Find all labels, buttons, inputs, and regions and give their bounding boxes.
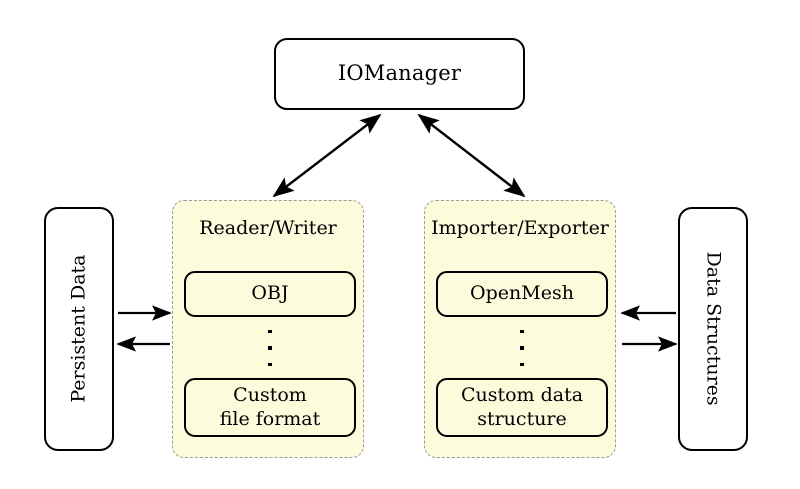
connector-iomanager-to-importer-exporter — [417, 113, 526, 198]
obj-label: OBJ — [251, 282, 289, 305]
ellipsis-dot — [520, 330, 524, 334]
obj-node[interactable]: OBJ — [184, 271, 356, 317]
custom-file-format-label: Custom file format — [219, 384, 321, 430]
ellipsis-dot — [520, 362, 524, 366]
iomanager-node[interactable]: IOManager — [274, 38, 525, 110]
iomanager-label: IOManager — [337, 61, 462, 86]
persistent-data-node[interactable]: Persistent Data — [44, 207, 114, 451]
importer-exporter-title: Importer/Exporter — [431, 217, 609, 239]
persistent-data-label: Persistent Data — [67, 254, 90, 404]
ellipsis-dot — [268, 346, 272, 350]
openmesh-label: OpenMesh — [470, 282, 574, 305]
custom-data-structure-node[interactable]: Custom data structure — [436, 378, 608, 437]
reader-writer-ellipsis-icon — [260, 330, 280, 366]
ellipsis-dot — [520, 346, 524, 350]
data-structures-node[interactable]: Data Structures — [678, 207, 748, 451]
custom-data-structure-label: Custom data structure — [460, 384, 584, 430]
reader-writer-title: Reader/Writer — [199, 217, 337, 239]
openmesh-node[interactable]: OpenMesh — [436, 271, 608, 317]
data-structures-label: Data Structures — [702, 251, 725, 407]
connector-iomanager-to-reader-writer — [272, 113, 382, 198]
ellipsis-dot — [268, 330, 272, 334]
custom-file-format-node[interactable]: Custom file format — [184, 378, 356, 437]
ellipsis-dot — [268, 362, 272, 366]
importer-exporter-ellipsis-icon — [512, 330, 532, 366]
